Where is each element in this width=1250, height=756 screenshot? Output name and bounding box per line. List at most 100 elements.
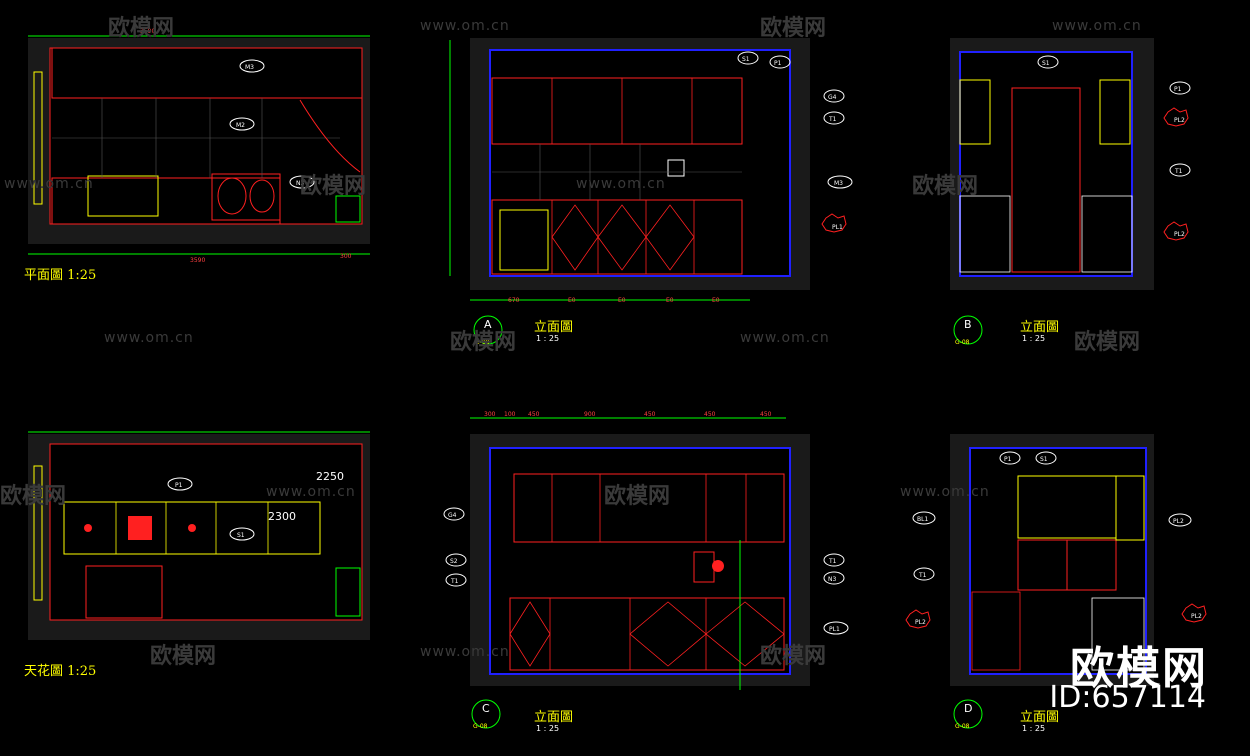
ceiling-p1-label: P1 bbox=[175, 482, 183, 489]
watermark-brand-7: 欧模网 bbox=[0, 484, 67, 509]
elev-a-lower-cabinets bbox=[491, 199, 743, 275]
elev-b-sheet: G-08 bbox=[955, 339, 970, 346]
elevation-d: P1 S1 BL1 T1 PL2 PL2 PL2 D G-08 bbox=[905, 434, 1207, 730]
watermark-brand-2: 欧模网 bbox=[760, 16, 827, 41]
elev-a-upper-cabinets bbox=[491, 77, 743, 145]
elev-b-pl2-label-2: PL2 bbox=[1174, 231, 1185, 238]
watermark-site-1: www.om.cn bbox=[420, 18, 510, 34]
elev-d-bl1-tag bbox=[912, 511, 936, 525]
elev-d-room bbox=[969, 447, 1147, 675]
plan-sink-bowl-1 bbox=[217, 177, 247, 215]
elev-d-pl2-label-right: PL2 bbox=[1173, 518, 1184, 525]
elev-c-s2-tag bbox=[445, 553, 467, 567]
ceiling-window bbox=[33, 465, 43, 601]
ceiling-p1-tag bbox=[167, 477, 193, 491]
elev-b-pl2-cloud-1 bbox=[1163, 107, 1189, 127]
watermark-brand-10: 欧模网 bbox=[760, 644, 827, 669]
watermark-site-9: www.om.cn bbox=[420, 644, 510, 660]
plan-side-dim: 300 bbox=[340, 253, 352, 260]
plan-m3-tag bbox=[239, 59, 265, 73]
elev-b-s1-label: S1 bbox=[1042, 60, 1050, 67]
elev-c-t1-label: T1 bbox=[450, 578, 459, 585]
elev-c-n3-label: N3 bbox=[828, 576, 836, 583]
elev-d-pl2-cloud-right bbox=[1181, 603, 1207, 623]
elev-c-t1-right-tag bbox=[823, 553, 845, 567]
ceiling-cabinet bbox=[335, 567, 361, 617]
elev-b-left-lower bbox=[959, 195, 1011, 273]
elev-b-right-upper bbox=[1099, 79, 1131, 145]
elev-c-valve bbox=[712, 560, 724, 572]
watermark-site-8: www.om.cn bbox=[900, 484, 990, 500]
elev-a-pl1-cloud bbox=[821, 213, 847, 233]
elev-d-title: 立面圖 bbox=[1020, 710, 1060, 725]
plan-window bbox=[33, 71, 43, 205]
elev-c-sheet: G-08 bbox=[473, 723, 488, 730]
elev-d-letter: D bbox=[964, 702, 972, 715]
ceiling-panel-divisions bbox=[115, 502, 269, 554]
elev-b-p1-label: P1 bbox=[1174, 86, 1182, 93]
elev-b-t1-tag bbox=[1169, 163, 1191, 177]
watermark-brand-3: 欧模网 bbox=[300, 174, 367, 199]
elev-b-pl2-cloud-2 bbox=[1163, 221, 1189, 241]
plan-top-dim: 3590 bbox=[140, 28, 155, 35]
elev-c-dim-5: 450 bbox=[644, 411, 656, 418]
elev-d-s1-label: S1 bbox=[1040, 456, 1048, 463]
plan-m2-tag bbox=[229, 117, 255, 131]
elev-d-right-upper bbox=[1115, 475, 1145, 541]
elev-d-s1-tag bbox=[1035, 451, 1057, 465]
ceiling-downlight-2 bbox=[188, 524, 196, 532]
elev-b-room bbox=[959, 51, 1133, 277]
elev-a-dim-1: 670 bbox=[508, 297, 520, 304]
elev-a-dim-4: E0 bbox=[666, 297, 674, 304]
plan-n3-label: N3 bbox=[296, 180, 304, 187]
elev-d-pl2-label-left: PL2 bbox=[915, 619, 926, 626]
plan-bottom-dim: 3590 bbox=[190, 257, 205, 264]
elev-a-t1-tag bbox=[823, 111, 845, 125]
elev-d-p1-tag bbox=[999, 451, 1021, 465]
elev-a-lower-doors bbox=[551, 200, 695, 274]
elev-c-scale: 1 : 25 bbox=[536, 724, 560, 733]
plan-cabinet bbox=[335, 195, 361, 223]
model-id: ID:657114 bbox=[1049, 680, 1206, 715]
elev-c-pl1-label: PL1 bbox=[829, 626, 840, 633]
watermark-site-2: www.om.cn bbox=[1052, 18, 1142, 34]
ceiling-s1-tag bbox=[229, 527, 255, 541]
watermark-site-7: www.om.cn bbox=[266, 484, 356, 500]
elev-c-g4-label: G4 bbox=[448, 512, 457, 519]
elev-a-s1-tag bbox=[737, 51, 759, 65]
ceiling-height-1: 2250 bbox=[316, 470, 344, 483]
elev-d-t1-label: T1 bbox=[918, 572, 927, 579]
elev-a-pl1-label: PL1 bbox=[832, 224, 843, 231]
elev-c-s2-label: S2 bbox=[450, 558, 458, 565]
plan-view: 3590 3590 300 M3 M2 N3 bbox=[28, 28, 370, 264]
elev-a-dim-2: E0 bbox=[568, 297, 576, 304]
ceiling-light-panel bbox=[63, 501, 321, 555]
elev-a-tile-grid bbox=[492, 144, 742, 200]
watermark-brand-9: 欧模网 bbox=[150, 644, 217, 669]
elev-a-title: 立面圖 bbox=[534, 320, 574, 335]
elev-b-right-lower bbox=[1081, 195, 1133, 273]
elev-d-pl2-tag-right bbox=[1168, 513, 1192, 527]
elevation-a: 670 E0 E0 E0 E0 S1 P1 G4 T1 M3 PL1 A G-0… bbox=[449, 38, 853, 346]
elev-d-right-lower bbox=[1091, 597, 1145, 671]
elev-c-upper-doors bbox=[551, 474, 747, 542]
elev-c-dim-7: 450 bbox=[760, 411, 772, 418]
elev-c-dim-2: 100 bbox=[504, 411, 516, 418]
elev-a-m3-tag bbox=[827, 175, 853, 189]
elev-b-left-upper bbox=[959, 79, 991, 145]
watermark-brand-4: 欧模网 bbox=[912, 174, 979, 199]
plan-door-swing bbox=[299, 99, 361, 173]
watermark-brand-6: 欧模网 bbox=[1074, 330, 1141, 355]
watermark-site-6: www.om.cn bbox=[740, 330, 830, 346]
elev-c-title: 立面圖 bbox=[534, 710, 574, 725]
elev-d-sheet: G-08 bbox=[955, 723, 970, 730]
elev-c-dim-6: 450 bbox=[704, 411, 716, 418]
elevation-c: 300 100 450 900 450 450 450 G4 S2 T1 T1 … bbox=[443, 411, 849, 730]
watermark-site-3: www.om.cn bbox=[4, 176, 94, 192]
elev-a-oven bbox=[499, 209, 549, 271]
plan-sink bbox=[211, 173, 281, 221]
elev-b-scale: 1 : 25 bbox=[1022, 334, 1046, 343]
elev-a-scale: 1 : 25 bbox=[536, 334, 560, 343]
